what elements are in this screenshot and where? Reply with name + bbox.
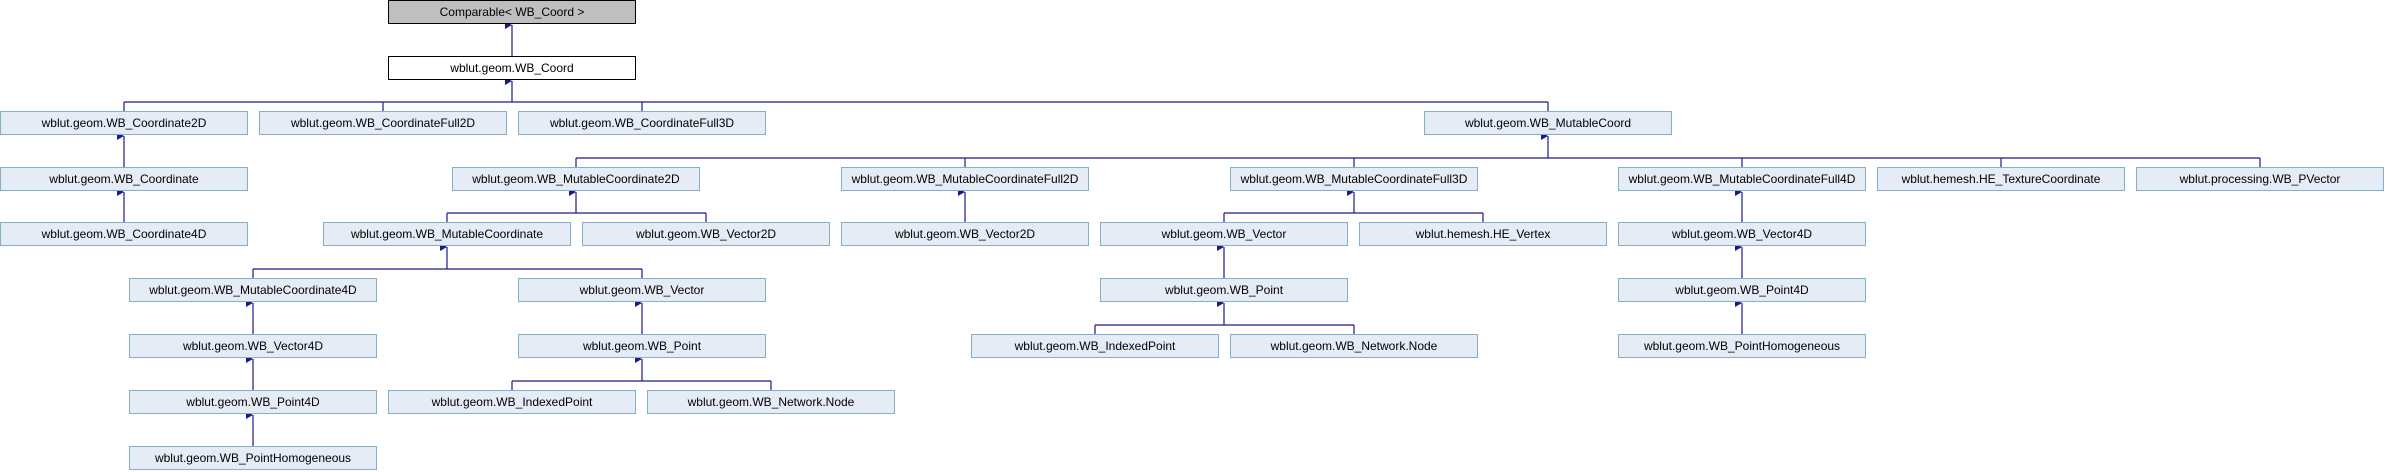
inheritance-edge-group-point-b [1094, 299, 1355, 334]
inheritance-edge-group-mutablecoordinate2d [446, 188, 707, 222]
class-node-vector4d-b[interactable]: wblut.geom.WB_Vector4D [1618, 222, 1866, 246]
inheritance-edge-group-point-a [511, 355, 772, 390]
class-node-pointhomogeneous-a[interactable]: wblut.geom.WB_PointHomogeneous [129, 446, 377, 470]
class-node-vector2d-b[interactable]: wblut.geom.WB_Vector2D [841, 222, 1089, 246]
class-node-mutablecoordinate2d[interactable]: wblut.geom.WB_MutableCoordinate2D [452, 167, 700, 191]
class-node-coordinate[interactable]: wblut.geom.WB_Coordinate [0, 167, 248, 191]
class-node-coordinatefull3d[interactable]: wblut.geom.WB_CoordinateFull3D [518, 111, 766, 135]
class-node-mutablecoordinate[interactable]: wblut.geom.WB_MutableCoordinate [323, 222, 571, 246]
class-node-vector2d-a[interactable]: wblut.geom.WB_Vector2D [582, 222, 830, 246]
inheritance-edge-group-mutablecoordinatefull3d [1223, 188, 1484, 222]
class-node-pointhomogeneous-b[interactable]: wblut.geom.WB_PointHomogeneous [1618, 334, 1866, 358]
inheritance-edge-group-mutablecoordinate [252, 243, 643, 278]
class-node-comparable: Comparable< WB_Coord > [388, 0, 636, 24]
class-node-vector4d-a[interactable]: wblut.geom.WB_Vector4D [129, 334, 377, 358]
class-node-coordinatefull2d[interactable]: wblut.geom.WB_CoordinateFull2D [259, 111, 507, 135]
class-node-mutablecoordinatefull4d[interactable]: wblut.geom.WB_MutableCoordinateFull4D [1618, 167, 1866, 191]
inheritance-edge-group-wb-coord [123, 77, 1549, 111]
class-node-indexedpoint-b[interactable]: wblut.geom.WB_IndexedPoint [971, 334, 1219, 358]
class-node-he-vertex[interactable]: wblut.hemesh.HE_Vertex [1359, 222, 1607, 246]
class-node-mutablecoordinate4d[interactable]: wblut.geom.WB_MutableCoordinate4D [129, 278, 377, 302]
class-node-point4d-a[interactable]: wblut.geom.WB_Point4D [129, 390, 377, 414]
class-node-mutablecoordinatefull2d[interactable]: wblut.geom.WB_MutableCoordinateFull2D [841, 167, 1089, 191]
class-node-point-a[interactable]: wblut.geom.WB_Point [518, 334, 766, 358]
inheritance-edge-group-mutablecoord [575, 132, 2261, 167]
class-node-networknode-b[interactable]: wblut.geom.WB_Network.Node [1230, 334, 1478, 358]
class-node-mutablecoord[interactable]: wblut.geom.WB_MutableCoord [1424, 111, 1672, 135]
class-node-coordinate2d[interactable]: wblut.geom.WB_Coordinate2D [0, 111, 248, 135]
class-node-coordinate4d[interactable]: wblut.geom.WB_Coordinate4D [0, 222, 248, 246]
class-node-point-b[interactable]: wblut.geom.WB_Point [1100, 278, 1348, 302]
class-node-pvector[interactable]: wblut.processing.WB_PVector [2136, 167, 2384, 191]
class-node-mutablecoordinatefull3d[interactable]: wblut.geom.WB_MutableCoordinateFull3D [1230, 167, 1478, 191]
class-node-indexedpoint-a[interactable]: wblut.geom.WB_IndexedPoint [388, 390, 636, 414]
class-node-networknode-a[interactable]: wblut.geom.WB_Network.Node [647, 390, 895, 414]
class-node-wb-coord: wblut.geom.WB_Coord [388, 56, 636, 80]
class-node-point4d-b[interactable]: wblut.geom.WB_Point4D [1618, 278, 1866, 302]
class-node-vector-b[interactable]: wblut.geom.WB_Vector [1100, 222, 1348, 246]
class-node-texturecoordinate[interactable]: wblut.hemesh.HE_TextureCoordinate [1877, 167, 2125, 191]
class-node-vector-a[interactable]: wblut.geom.WB_Vector [518, 278, 766, 302]
